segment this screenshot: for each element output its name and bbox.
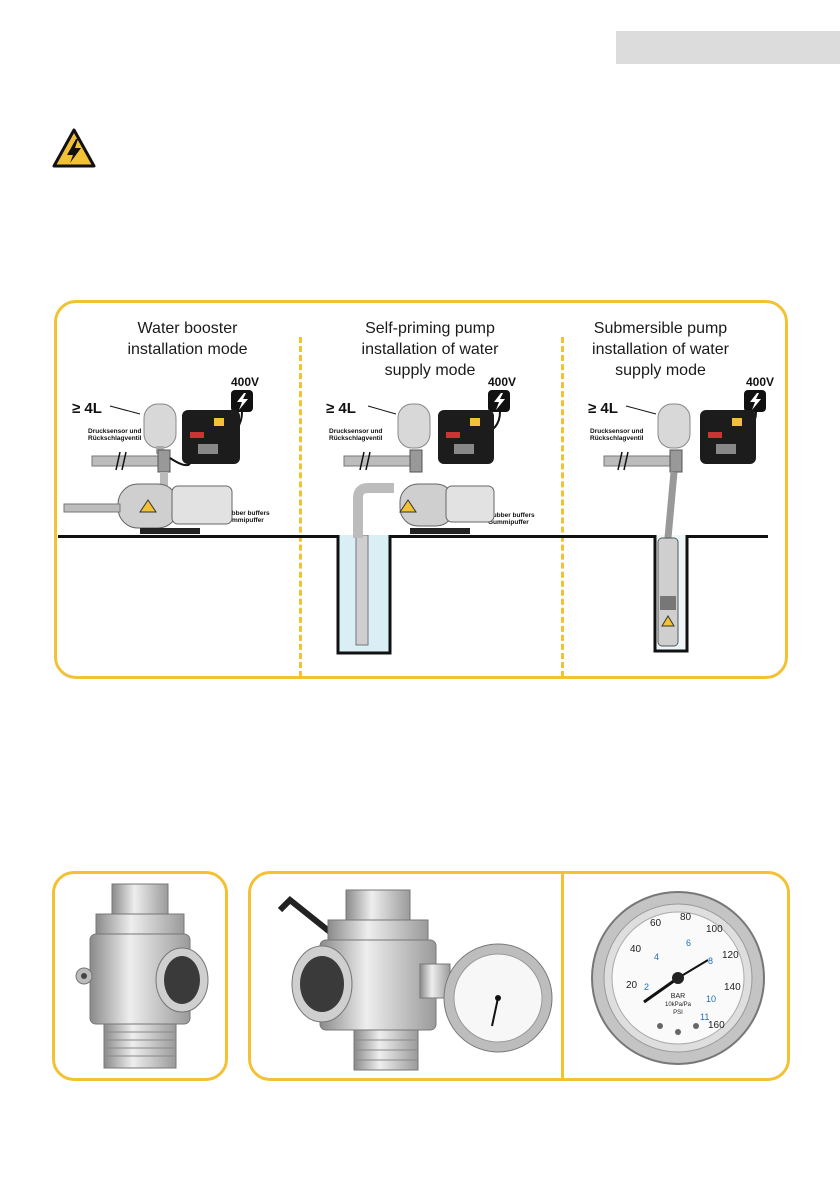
svg-text:8: 8 (708, 956, 713, 966)
svg-text:2: 2 (644, 982, 649, 992)
svg-text:10: 10 (706, 994, 716, 1004)
fitting-with-gauge-image (277, 889, 553, 1071)
svg-text:100: 100 (706, 924, 723, 935)
mode-title-booster: Water booster installation mode (127, 320, 248, 358)
buffer-label: Rubber buffers Gummipuffer (223, 510, 270, 524)
sensor-label: Drucksensor und Rückschlagventil (88, 428, 142, 442)
water-well (336, 535, 392, 655)
sensor-label: Drucksensor und Rückschlagventil (590, 428, 644, 442)
mode-title-self-priming: Self-priming pump installation of water … (361, 320, 499, 379)
ground-line (58, 535, 338, 538)
svg-text:40: 40 (630, 944, 642, 955)
tank-volume-label: ≥ 4L (588, 400, 618, 417)
gauge-unit-mid: 10kPa/Pa (665, 1002, 692, 1008)
gauge-unit-bottom: PSI (673, 1010, 683, 1016)
gauge-unit-top: BAR (671, 993, 685, 1000)
ground-line (686, 535, 768, 538)
voltage-label: 400V (488, 375, 517, 389)
photo-divider (561, 874, 564, 1078)
divider-1 (299, 337, 302, 677)
svg-text:6: 6 (686, 938, 691, 948)
submersible-pump-assembly (603, 390, 766, 647)
booster-pump-assembly (63, 390, 253, 534)
svg-text:4: 4 (654, 952, 659, 962)
pressure-gauge-image: 20 40 60 80 100 120 140 160 2 4 6 8 10 1… (591, 891, 765, 1065)
ground-line (390, 535, 656, 538)
mode-title-submersible: Submersible pump installation of water s… (592, 320, 729, 379)
tank-volume-label: ≥ 4L (72, 400, 102, 417)
svg-text:60: 60 (650, 918, 662, 929)
header-tab (616, 31, 840, 64)
self-priming-pump-assembly (343, 390, 510, 538)
svg-text:20: 20 (626, 980, 638, 991)
gauge-ticks: 20 40 60 80 100 120 140 160 2 4 6 8 10 1… (626, 912, 741, 1031)
svg-text:80: 80 (680, 912, 692, 923)
svg-text:140: 140 (724, 982, 741, 993)
sensor-label: Drucksensor und Rückschlagventil (329, 428, 383, 442)
pressure-sensor-fitting-image (75, 883, 209, 1069)
high-voltage-warning-icon (52, 128, 96, 168)
divider-2 (561, 337, 564, 677)
tank-volume-label: ≥ 4L (326, 400, 356, 417)
voltage-label: 400V (231, 375, 260, 389)
svg-text:120: 120 (722, 950, 739, 961)
svg-text:11: 11 (700, 1012, 709, 1022)
buffer-label: Rubber buffers Gummipuffer (488, 512, 535, 526)
svg-text:160: 160 (708, 1020, 725, 1031)
voltage-label: 400V (746, 375, 775, 389)
